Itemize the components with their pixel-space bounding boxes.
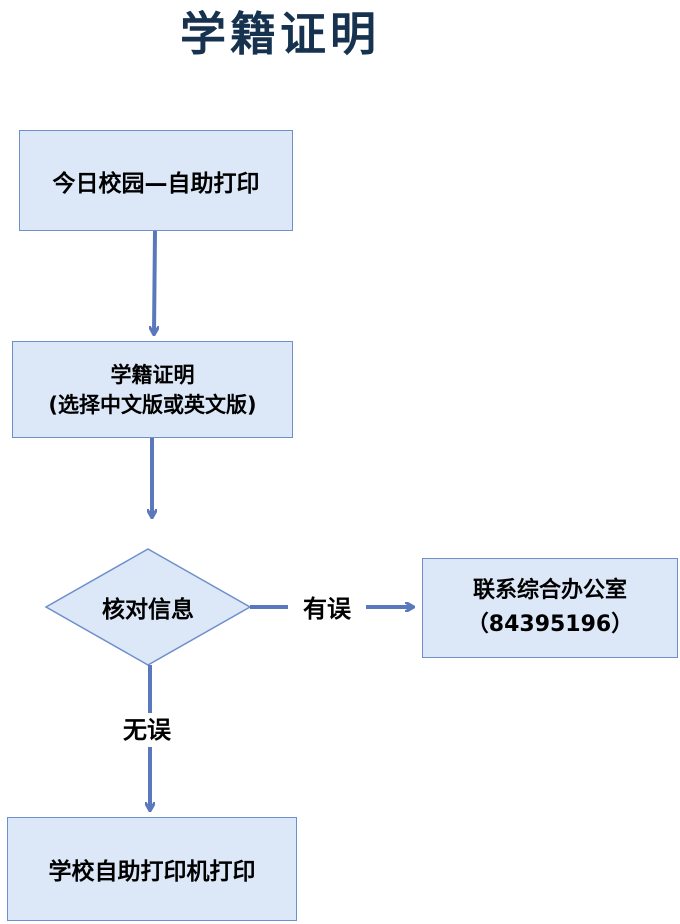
node-office: 联系综合办公室 （84395196） [422, 558, 678, 658]
page-title: 学籍证明 [180, 7, 380, 61]
arrow-entry-to-certificate [154, 230, 155, 334]
node-office-phone: （84395196） [466, 612, 634, 637]
edge-label-no-error: 无误 [110, 713, 184, 747]
node-certificate: 学籍证明 (选择中文版或英文版) [12, 341, 293, 438]
node-certificate-label: 学籍证明 [110, 362, 195, 387]
node-print-entry: 今日校园—自助打印 [19, 130, 293, 231]
node-office-label: 联系综合办公室 [472, 578, 627, 603]
node-certificate-sublabel: (选择中文版或英文版) [48, 392, 257, 417]
node-print-entry-label: 今日校园—自助打印 [52, 170, 260, 197]
node-final-print-label: 学校自助打印机打印 [48, 859, 256, 885]
node-verify-label: 核对信息 [102, 597, 194, 623]
edge-label-has-error: 有误 [288, 592, 366, 626]
node-final-print: 学校自助打印机打印 [7, 817, 297, 921]
